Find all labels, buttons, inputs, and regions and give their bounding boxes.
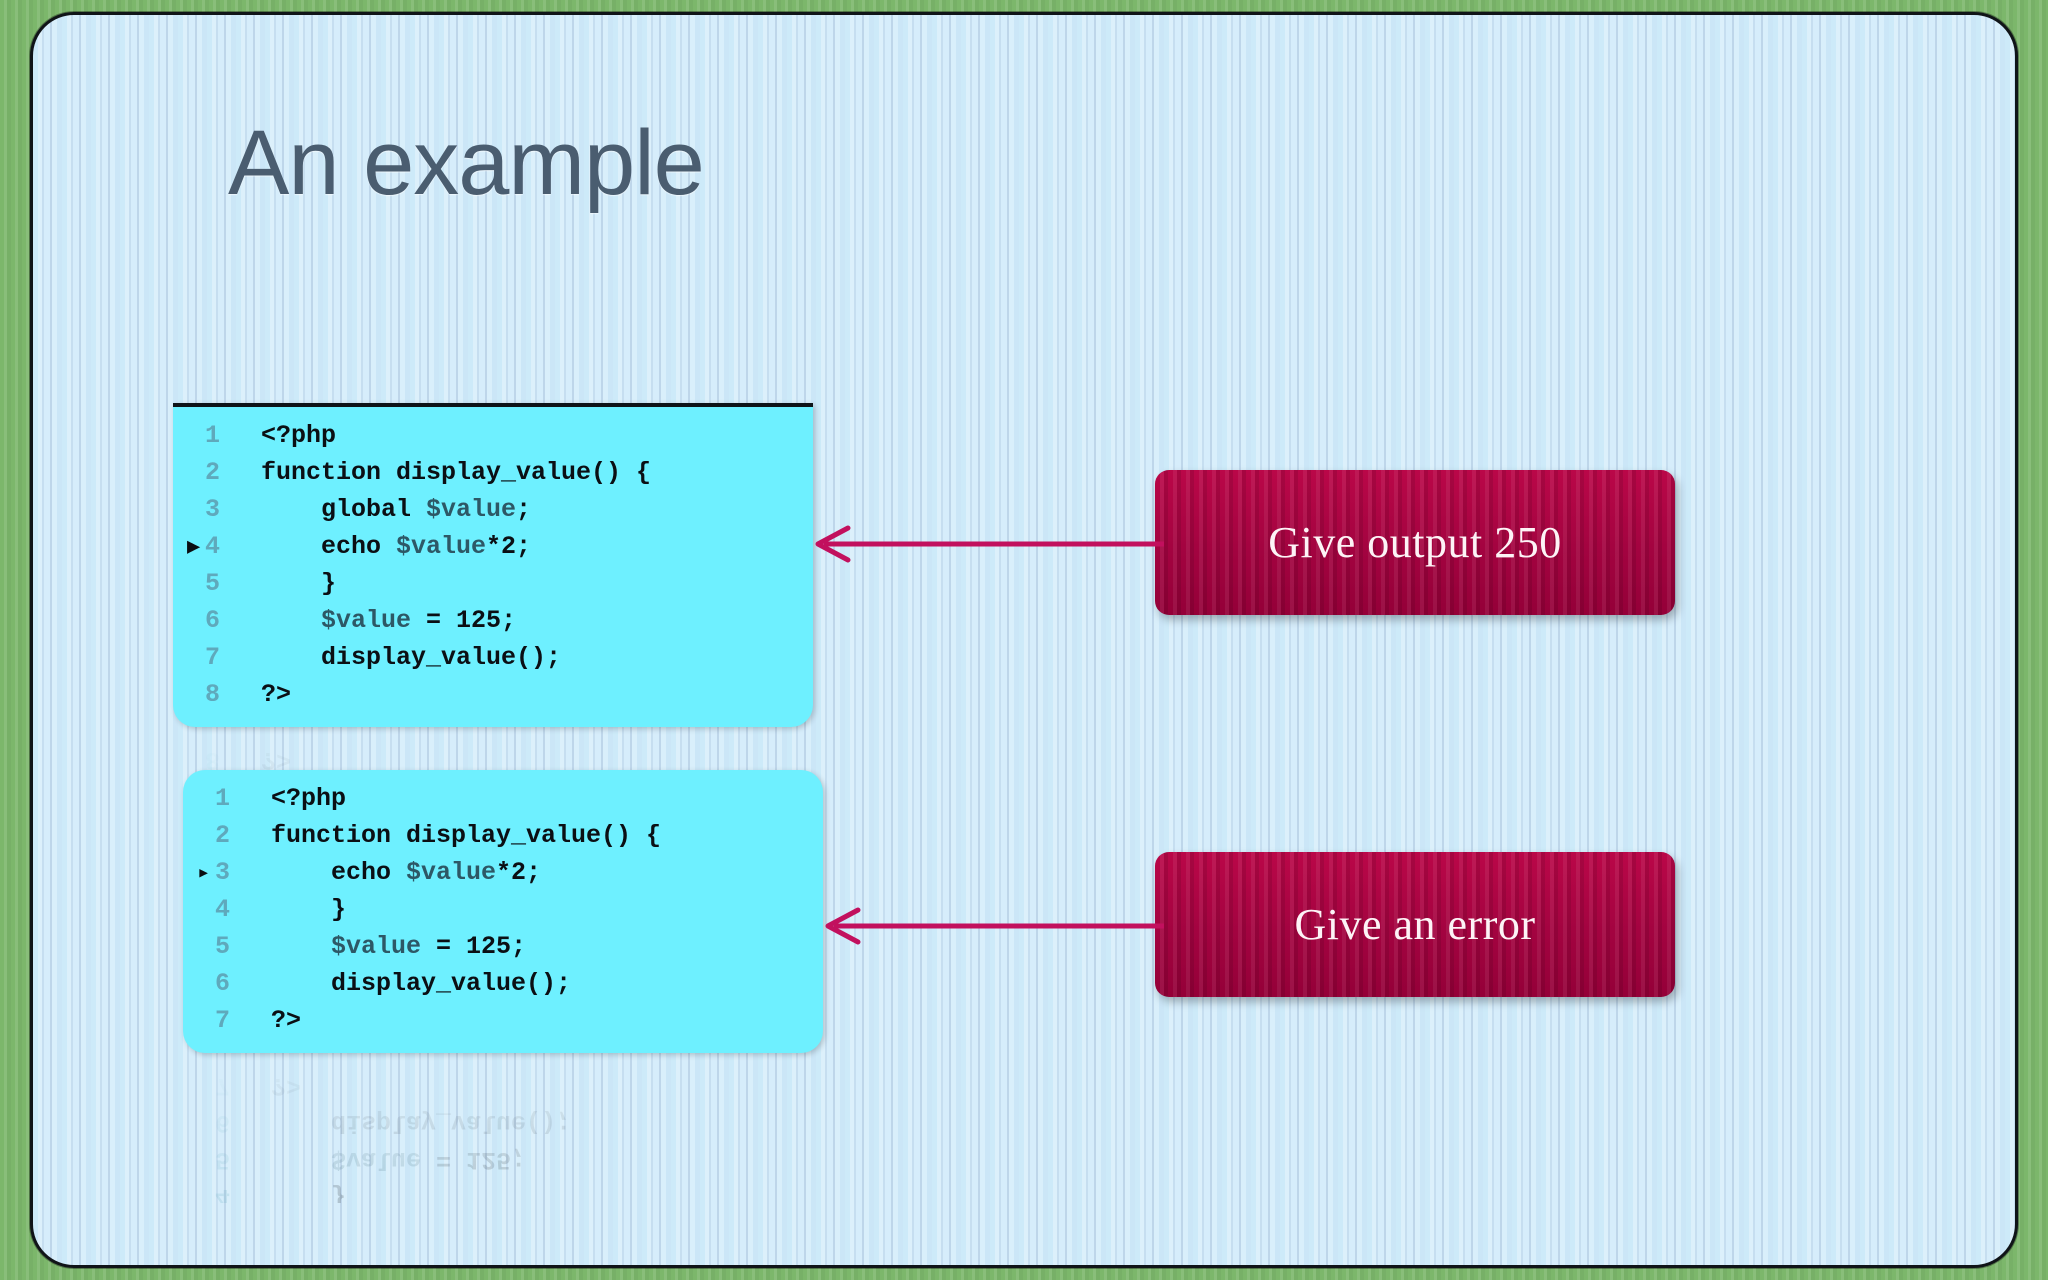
code-line-number: 2 <box>215 821 231 850</box>
callout-give-output-250-label: Give output 250 <box>1268 518 1562 567</box>
code-line-source: <?php <box>271 784 347 813</box>
code-line: 4 } <box>197 1178 809 1203</box>
code-line: 1 <?php <box>197 780 809 817</box>
code-line-number: 1 <box>215 784 231 813</box>
code-line: 2 function display_value() { <box>187 454 799 491</box>
code-line-number: 5 <box>205 569 221 598</box>
code-line-number: 6 <box>215 1108 231 1137</box>
code-block-php-without-global[interactable]: 1 <?php 2 function display_value() { ▸3 echo… <box>183 770 823 1053</box>
code-line: 7 ?> <box>197 1002 809 1039</box>
code-line: 5 $value = 125; <box>197 1141 809 1178</box>
code-line-source: display_value(); <box>271 1108 572 1137</box>
code-block-2-wrapper: 1 <?php 2 function display_value() { ▸3 echo… <box>183 770 823 1203</box>
code-line-source: ?> <box>261 680 292 709</box>
code-line-source: echo $value*2; <box>271 858 542 887</box>
php-variable: $value <box>396 532 487 561</box>
code-line-source: echo $value*2; <box>261 532 532 561</box>
code-line-source: <?php <box>261 421 337 450</box>
code-line-source: } <box>271 1182 347 1203</box>
code-line-source: } <box>261 569 337 598</box>
code-line-source: global $value; <box>261 495 532 524</box>
callout-give-output-250[interactable]: Give output 250 <box>1155 470 1675 615</box>
php-variable: $value <box>426 495 517 524</box>
callout-give-an-error-label: Give an error <box>1294 900 1536 949</box>
code-block-1-wrapper: 1 <?php 2 function display_value() { 3 globa… <box>173 403 813 877</box>
code-line: 6 $value = 125; <box>187 602 799 639</box>
code-line: 5 $value = 125; <box>197 928 809 965</box>
code-line-number: 3 <box>205 495 221 524</box>
code-line: 6 display_value(); <box>197 965 809 1002</box>
code-line-source: ?> <box>271 1006 302 1035</box>
code-line: 8 ?> <box>187 676 799 713</box>
php-variable: $value <box>321 606 412 635</box>
code-line: ▶4 echo $value*2; <box>187 528 799 565</box>
code-line-number: 7 <box>205 643 221 672</box>
code-line: 6 display_value(); <box>197 1104 809 1141</box>
arrow-to-first-code-block <box>815 525 1164 563</box>
code-line-number: 5 <box>215 1145 231 1174</box>
code-line-source: $value = 125; <box>331 932 527 961</box>
code-line-source: function display_value() { <box>261 458 652 487</box>
callout-give-an-error[interactable]: Give an error <box>1155 852 1675 997</box>
code-line: 7 display_value(); <box>187 639 799 676</box>
code-line-number: 8 <box>205 680 221 709</box>
php-variable: $value <box>406 858 497 887</box>
code-line: ▸3 echo $value*2; <box>197 854 809 891</box>
code-line-number: 4 <box>205 532 221 561</box>
code-line-number: 6 <box>205 606 221 635</box>
code-line: 5 } <box>187 565 799 602</box>
code-line-source: } <box>271 895 347 924</box>
page-title: An example <box>228 112 705 214</box>
code-line: 4 } <box>197 891 809 928</box>
code-line: 7 ?> <box>197 1067 809 1104</box>
arrow-to-second-code-block <box>825 907 1164 945</box>
code-line-number: 2 <box>205 458 221 487</box>
php-variable: $value <box>331 1145 422 1174</box>
code-line: 3 global $value; <box>187 491 799 528</box>
code-line-source: function display_value() { <box>271 821 662 850</box>
php-variable: $value <box>331 932 422 961</box>
breakpoint-marker-icon: ▶ <box>187 535 201 560</box>
code-line-number: 7 <box>215 1071 231 1100</box>
code-line-source: ?> <box>271 1071 302 1100</box>
code-line-number: 1 <box>205 421 221 450</box>
code-line-source: display_value(); <box>271 969 572 998</box>
code-line-source: $value = 125; <box>321 606 517 635</box>
code-line-source: display_value(); <box>261 643 562 672</box>
code-line: 1 <?php <box>187 417 799 454</box>
breakpoint-marker-icon: ▸ <box>197 861 211 886</box>
code-line-number: 4 <box>215 1182 231 1203</box>
code-line-number: 7 <box>215 1006 231 1035</box>
code-line-number: 5 <box>215 932 231 961</box>
code-line-number: 3 <box>215 858 231 887</box>
code-line-source: $value = 125; <box>331 1145 527 1174</box>
code-block-php-with-global[interactable]: 1 <?php 2 function display_value() { 3 globa… <box>173 403 813 727</box>
code-line-number: 4 <box>215 895 231 924</box>
code-line-number: 6 <box>215 969 231 998</box>
slide-canvas: An example 1 <?php 2 function display_value… <box>30 12 2018 1268</box>
code-line: 2 function display_value() { <box>197 817 809 854</box>
